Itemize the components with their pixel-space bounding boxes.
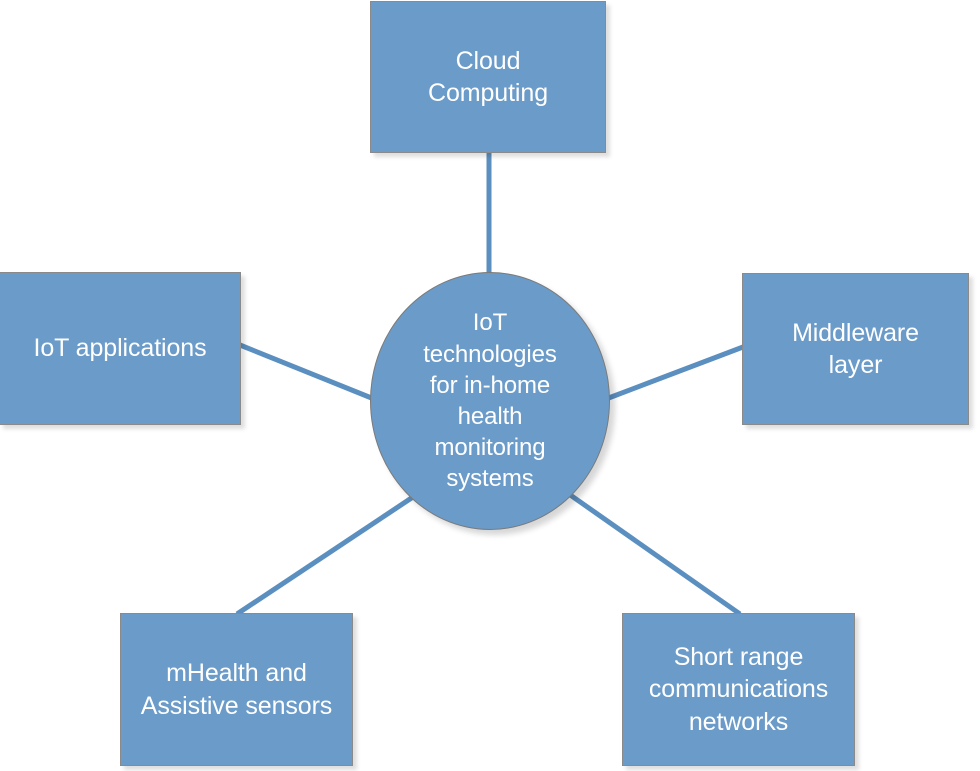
node-cloud-computing-label: Cloud Computing bbox=[428, 46, 548, 107]
node-mhealth-assistive-sensors[interactable]: mHealth and Assistive sensors bbox=[120, 613, 353, 766]
node-iot-applications-label: IoT applications bbox=[33, 334, 207, 363]
node-middleware-layer[interactable]: Middleware layer bbox=[742, 273, 969, 425]
node-cloud-computing[interactable]: Cloud Computing bbox=[370, 1, 606, 153]
connector-hub-middleware bbox=[605, 344, 744, 402]
connector-hub-mhealth bbox=[235, 490, 421, 617]
node-hub-iot-technologies-label: IoT technologies for in-home health moni… bbox=[423, 309, 557, 493]
node-hub-iot-technologies[interactable]: IoT technologies for in-home health moni… bbox=[370, 272, 610, 530]
node-middleware-layer-label: Middleware layer bbox=[792, 318, 919, 379]
connector-hub-shortrange bbox=[564, 489, 742, 617]
connector-hub-applications bbox=[239, 342, 375, 402]
node-short-range-communications-networks[interactable]: Short range communications networks bbox=[622, 613, 855, 766]
node-mhealth-assistive-sensors-label: mHealth and Assistive sensors bbox=[140, 659, 333, 720]
node-short-range-communications-networks-label: Short range communications networks bbox=[648, 643, 829, 736]
node-iot-applications[interactable]: IoT applications bbox=[0, 272, 241, 425]
